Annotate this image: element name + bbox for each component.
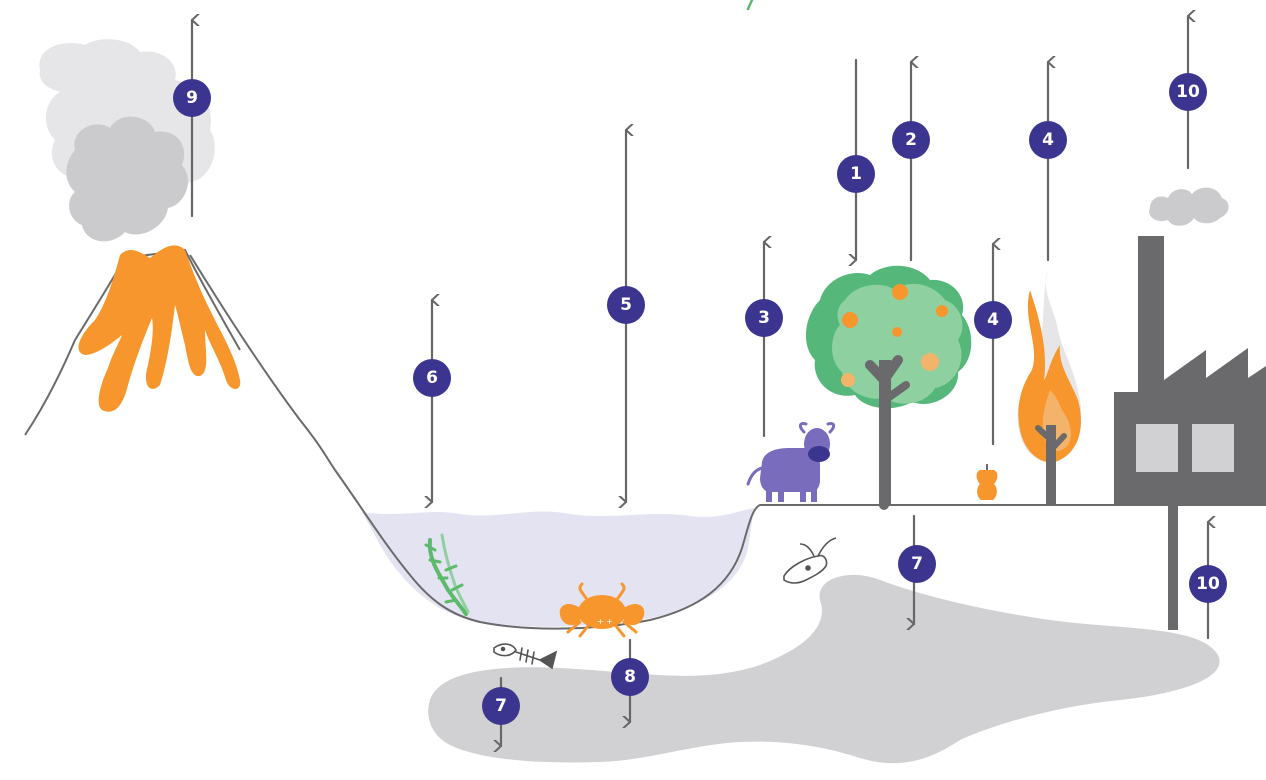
- badge-10-underground-label: 10: [1196, 574, 1220, 594]
- badge-1: 1: [837, 155, 875, 193]
- badge-4-fire-label: 4: [1042, 130, 1054, 150]
- factory-smoke: [1149, 188, 1228, 226]
- badge-6: 6: [413, 359, 451, 397]
- badge-7-sea-label: 7: [495, 696, 507, 716]
- badge-5: 5: [607, 286, 645, 324]
- badge-1-label: 1: [850, 164, 862, 184]
- fish-skeleton-icon: [494, 644, 556, 668]
- badge-8-label: 8: [624, 667, 636, 687]
- badge-5-label: 5: [620, 295, 632, 315]
- badge-4-apple: 4: [974, 301, 1012, 339]
- badge-2-label: 2: [905, 130, 917, 150]
- svg-text:+ +: + +: [597, 617, 613, 626]
- apple-core-icon: [977, 464, 998, 500]
- badge-7-land: 7: [898, 545, 936, 583]
- badge-4-apple-label: 4: [987, 310, 999, 330]
- badge-10-top-label: 10: [1176, 82, 1200, 102]
- factory-icon: [1114, 236, 1266, 630]
- badge-9: 9: [173, 79, 211, 117]
- burning-tree-icon: [1018, 270, 1081, 505]
- volcano-icon: [75, 245, 240, 411]
- badge-10-underground: 10: [1189, 565, 1227, 603]
- badge-6-label: 6: [426, 368, 438, 388]
- volcano-smoke: [39, 39, 214, 241]
- badge-2: 2: [892, 121, 930, 159]
- badge-7-land-label: 7: [911, 554, 923, 574]
- badge-8: 8: [611, 658, 649, 696]
- badge-10-top: 10: [1169, 73, 1207, 111]
- cow-icon: [748, 423, 834, 502]
- fruit-tree-icon: [806, 266, 971, 505]
- top-green-mark: [748, 0, 752, 9]
- badge-9-label: 9: [186, 88, 198, 108]
- badge-7-sea: 7: [482, 687, 520, 725]
- cow-skull-icon: [784, 538, 836, 583]
- badge-3: 3: [745, 299, 783, 337]
- badge-4-fire: 4: [1029, 121, 1067, 159]
- ocean-water: [362, 508, 754, 627]
- badge-3-label: 3: [758, 308, 770, 328]
